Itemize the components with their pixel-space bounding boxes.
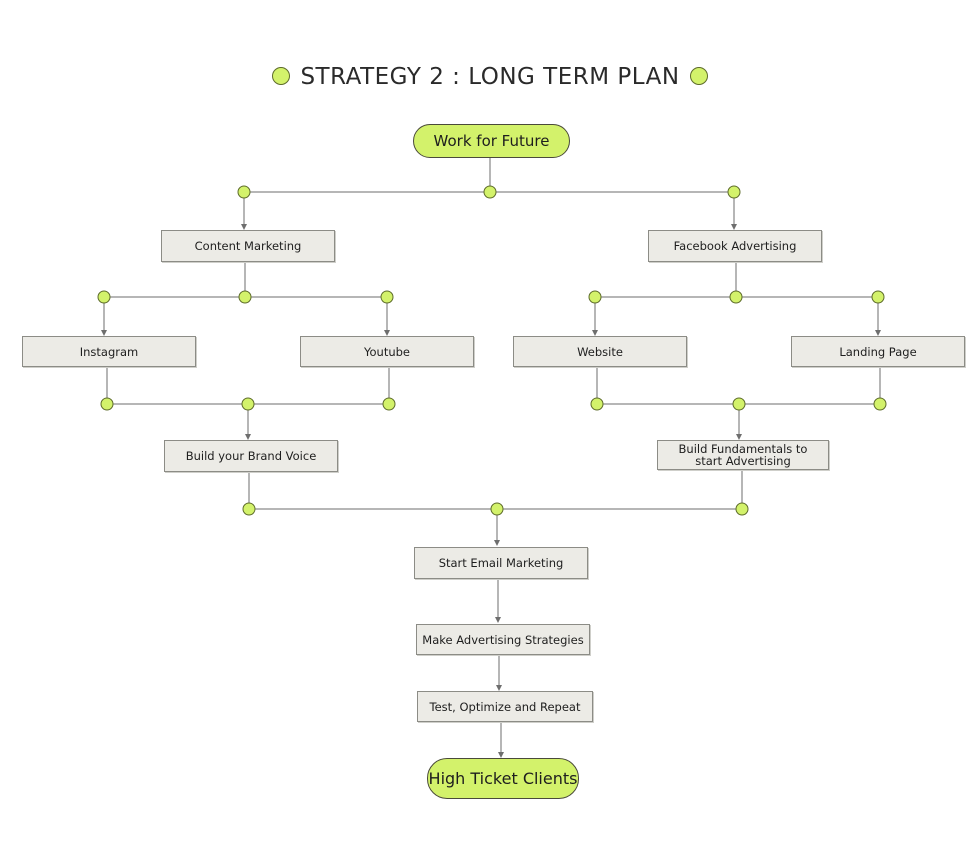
title-left-dot-icon: [272, 66, 291, 85]
node-make-advertising-strategies: Make Advertising Strategies: [416, 624, 590, 655]
junction-dot-icon: [100, 397, 114, 411]
junction-dot-icon: [729, 290, 743, 304]
title-right-dot-icon: [689, 66, 708, 85]
junction-dot-icon: [241, 397, 255, 411]
junction-dot-icon: [483, 185, 497, 199]
junction-dot-icon: [588, 290, 602, 304]
junction-dot-icon: [735, 502, 749, 516]
node-test-optimize-repeat: Test, Optimize and Repeat: [417, 691, 593, 722]
junction-dot-icon: [238, 290, 252, 304]
node-facebook-advertising: Facebook Advertising: [648, 230, 822, 262]
node-instagram: Instagram: [22, 336, 196, 367]
node-website: Website: [513, 336, 687, 367]
junction-dot-icon: [382, 397, 396, 411]
junction-dot-icon: [732, 397, 746, 411]
node-youtube: Youtube: [300, 336, 474, 367]
node-build-brand-voice: Build your Brand Voice: [164, 440, 338, 472]
node-start-email-marketing: Start Email Marketing: [414, 547, 588, 579]
junction-dot-icon: [97, 290, 111, 304]
node-build-fundamentals: Build Fundamentals to start Advertising: [657, 440, 829, 470]
node-landing-page: Landing Page: [791, 336, 965, 367]
junction-dot-icon: [490, 502, 504, 516]
junction-dot-icon: [871, 290, 885, 304]
title-text: STRATEGY 2 : LONG TERM PLAN: [300, 64, 680, 90]
junction-dot-icon: [237, 185, 251, 199]
node-high-ticket-clients: High Ticket Clients: [427, 758, 579, 799]
junction-dot-icon: [380, 290, 394, 304]
node-work-for-future: Work for Future: [413, 124, 570, 158]
node-content-marketing: Content Marketing: [161, 230, 335, 262]
junction-dot-icon: [242, 502, 256, 516]
junction-dot-icon: [590, 397, 604, 411]
junction-dot-icon: [873, 397, 887, 411]
diagram-title: STRATEGY 2 : LONG TERM PLAN: [0, 60, 980, 94]
junction-dot-icon: [727, 185, 741, 199]
